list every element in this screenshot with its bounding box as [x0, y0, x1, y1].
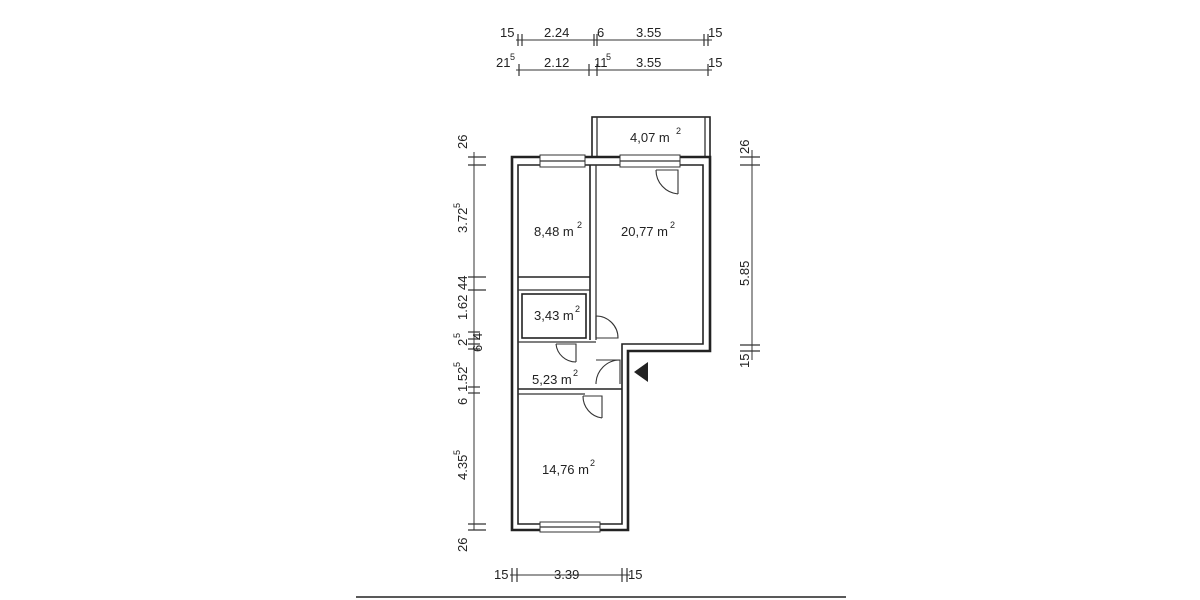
dim-top2-c: 11	[594, 55, 608, 70]
dim-top2-e: 15	[708, 55, 722, 70]
dim-top1-a: 15	[500, 25, 514, 40]
dim-left-8: 1.52	[455, 367, 470, 392]
outer-walls	[510, 155, 712, 532]
dim-left-10: 4.35	[455, 455, 470, 480]
dim-left-7: 4	[470, 333, 485, 340]
room-label-balcony: 4,07 m 2	[630, 126, 681, 145]
dim-bottom-1: 15	[494, 567, 508, 582]
dim-left-11: 26	[455, 538, 470, 552]
dim-left-1: 26	[455, 135, 470, 149]
svg-text:2: 2	[590, 458, 595, 468]
svg-text:2: 2	[577, 220, 582, 230]
dim-left-5-exp: 5	[452, 333, 462, 338]
room-label-b: 20,77 m 2	[621, 220, 675, 239]
room-label-a: 8,48 m 2	[534, 220, 582, 239]
top-dimension-row-1: 15 2.24 6 3.55 15	[500, 25, 722, 46]
dim-left-10-exp: 5	[452, 450, 462, 455]
room-label-bath: 3,43 m 2	[534, 304, 580, 323]
dim-left-6: 6	[470, 345, 485, 352]
left-dimension-line: 26 3.72 5 44 1.62 2 5 6 4 1.52 5 6 4.35 …	[452, 135, 486, 552]
dim-left-5: 2	[455, 339, 470, 346]
dim-right-3: 15	[737, 354, 752, 368]
dim-top2-a-exp: 5	[510, 52, 515, 62]
bottom-dimension-line: 15 3.39 15	[494, 567, 642, 582]
interior-partitions	[518, 165, 622, 395]
dim-left-2: 3.72	[455, 208, 470, 233]
dim-bottom-2: 3.39	[554, 567, 579, 582]
windows	[539, 154, 681, 533]
dim-left-8-exp: 5	[452, 362, 462, 367]
svg-text:2: 2	[676, 126, 681, 136]
dim-top1-c: 6	[597, 25, 604, 40]
dim-top2-d: 3.55	[636, 55, 661, 70]
dim-right-2: 5.85	[737, 261, 752, 286]
dim-top2-c-exp: 5	[606, 52, 611, 62]
svg-text:2: 2	[573, 368, 578, 378]
bath-area: 3,43 m	[534, 308, 574, 323]
balcony-area: 4,07 m	[630, 130, 670, 145]
dim-left-9: 6	[455, 398, 470, 405]
room-a-area: 8,48 m	[534, 224, 574, 239]
dim-left-2-exp: 5	[452, 203, 462, 208]
dim-left-3: 44	[455, 276, 470, 290]
dim-top2-b: 2.12	[544, 55, 569, 70]
dim-right-1: 26	[737, 140, 752, 154]
dim-top1-e: 15	[708, 25, 722, 40]
kitchen-area: 14,76 m	[542, 462, 589, 477]
top-dimension-row-2: 21 5 2.12 11 5 3.55 15	[496, 52, 722, 76]
svg-text:2: 2	[670, 220, 675, 230]
svg-text:2: 2	[575, 304, 580, 314]
right-dimension-line: 26 5.85 15	[737, 140, 760, 368]
room-b-area: 20,77 m	[621, 224, 668, 239]
entrance-arrow-icon	[634, 362, 648, 382]
dim-top1-d: 3.55	[636, 25, 661, 40]
doors	[555, 169, 679, 419]
room-label-hall: 5,23 m 2	[532, 368, 578, 387]
room-label-kitchen: 14,76 m 2	[542, 458, 595, 477]
dim-left-4: 1.62	[455, 295, 470, 320]
dim-bottom-3: 15	[628, 567, 642, 582]
dim-top1-b: 2.24	[544, 25, 569, 40]
dim-top2-a: 21	[496, 55, 510, 70]
hall-area: 5,23 m	[532, 372, 572, 387]
